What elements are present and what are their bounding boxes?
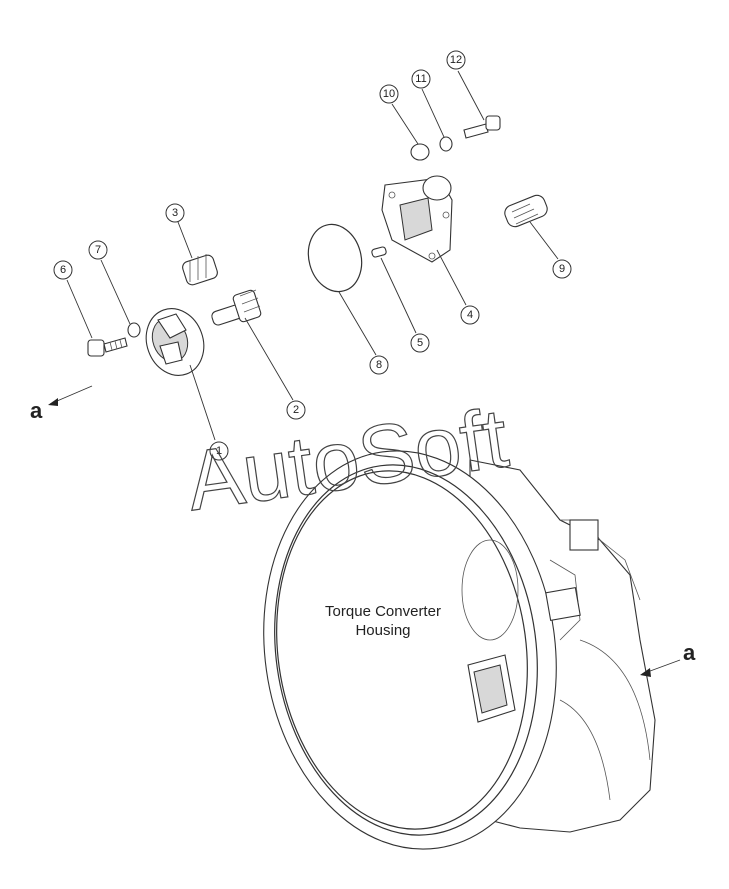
- svg-text:4: 4: [467, 309, 473, 321]
- callout-11: 11: [411, 69, 431, 89]
- svg-text:9: 9: [559, 263, 565, 275]
- svg-text:3: 3: [172, 207, 178, 219]
- svg-text:1: 1: [216, 445, 222, 457]
- svg-text:a: a: [683, 640, 696, 665]
- svg-text:7: 7: [95, 244, 101, 256]
- svg-text:10: 10: [383, 88, 395, 100]
- part-11-lock-washer: [439, 136, 453, 152]
- callout-4: 4: [460, 305, 480, 325]
- callout-6: 6: [53, 260, 73, 280]
- callout-3: 3: [165, 203, 185, 223]
- svg-text:2: 2: [293, 404, 299, 416]
- part-6-bolt: [87, 337, 128, 357]
- callout-1: 1: [209, 441, 229, 461]
- view-marker-right: a: [640, 640, 696, 677]
- callout-12: 12: [446, 50, 466, 70]
- part-4-pump-cover: [381, 175, 453, 263]
- housing-label-line1: Torque Converter: [325, 603, 441, 620]
- part-3-driven-gear: [182, 254, 218, 286]
- svg-text:11: 11: [415, 73, 426, 85]
- svg-text:a: a: [30, 398, 43, 423]
- callout-7: 7: [88, 240, 108, 260]
- view-marker-left: a: [30, 385, 93, 423]
- part-7-washer: [127, 322, 141, 338]
- svg-text:5: 5: [417, 337, 423, 349]
- callout-5: 5: [410, 333, 430, 353]
- callout-8: 8: [369, 355, 389, 375]
- torque-converter-housing: [263, 450, 656, 850]
- svg-text:12: 12: [450, 54, 462, 66]
- part-8-o-ring: [307, 223, 363, 293]
- svg-text:8: 8: [376, 359, 382, 371]
- callout-2: 2: [286, 400, 306, 420]
- part-2-drive-gear: [211, 289, 262, 326]
- housing-label-line2: Housing: [355, 622, 410, 639]
- part-10-washer: [410, 143, 430, 161]
- part-1-pump-body: [145, 308, 205, 376]
- callout-9: 9: [552, 259, 572, 279]
- callout-10: 10: [379, 84, 399, 104]
- part-12-bolt: [463, 115, 501, 139]
- leader-lines: [66, 70, 559, 441]
- part-9-filter: [504, 194, 548, 228]
- part-5-dowel: [371, 246, 387, 258]
- svg-text:6: 6: [60, 264, 66, 276]
